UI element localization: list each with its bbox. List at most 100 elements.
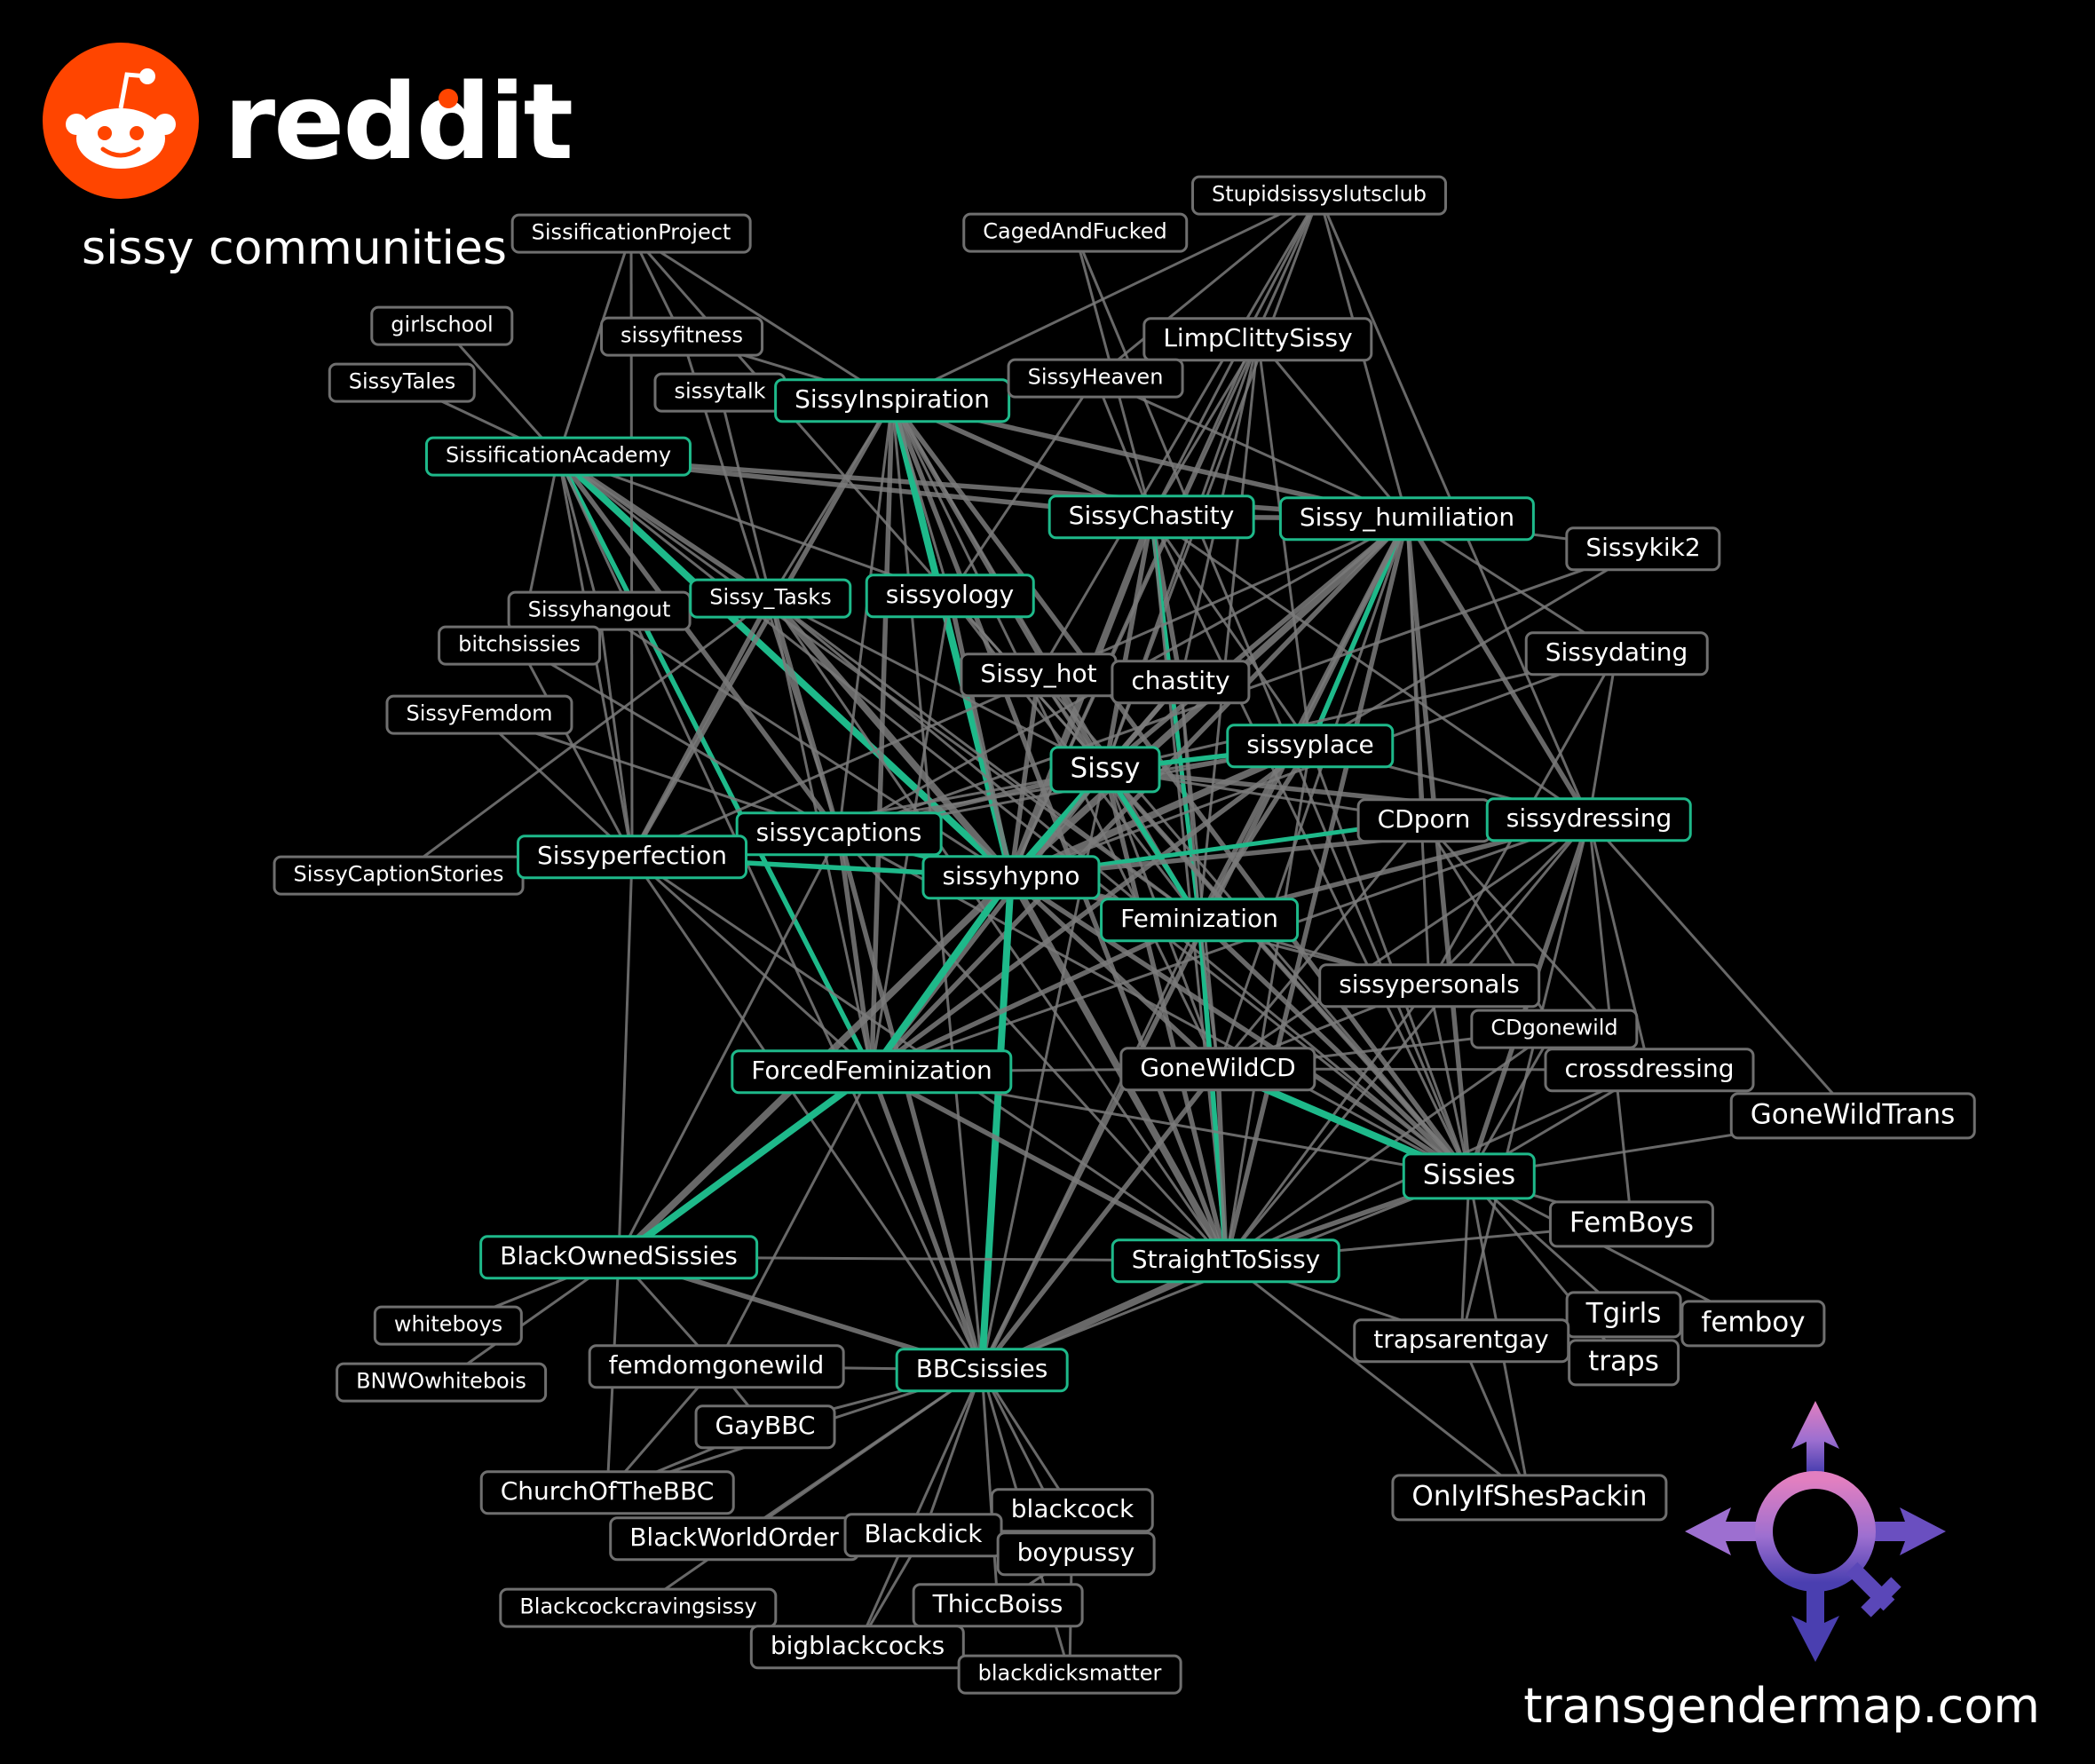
wordmark-dot <box>439 89 458 108</box>
node-cagedandfucked: CagedAndFucked <box>962 212 1188 253</box>
node-bitchsissies: bitchsissies <box>438 625 601 666</box>
edge-Sissy-Feminization <box>1103 768 1202 922</box>
node-forcedfeminization: ForcedFeminization <box>731 1049 1013 1094</box>
edge-Sissy_humiliation-sissyplace <box>1308 517 1410 748</box>
edge-sissytalk-Sissy_Tasks <box>718 392 772 599</box>
node-sissyinspiration: SissyInspiration <box>774 378 1010 423</box>
edge-bitchsissies-sissycaptions <box>518 644 840 835</box>
edge-SissyInspiration-GoneWildCD <box>890 399 1220 1070</box>
node-onlyifshespackin: OnlyIfShesPackin <box>1391 1474 1668 1522</box>
edge-Sissyhangout-Sissyperfection <box>597 610 634 858</box>
node-boypussy: boypussy <box>996 1531 1156 1576</box>
edge-SissyInspiration-Sissy_Tasks <box>769 399 894 599</box>
edge-SissyChastity-StraightToSissy <box>1150 516 1228 1262</box>
node-bbcsissies: BBCsissies <box>895 1348 1069 1392</box>
diagram-subtitle: sissy communities <box>82 222 508 275</box>
edge-SissyInspiration-sissyology <box>890 399 952 597</box>
node-straighttosissy: StraightToSissy <box>1111 1238 1341 1283</box>
edge-Feminization-BBCsissies <box>980 919 1201 1371</box>
edge-Sissy_Tasks-sissycaptions <box>768 597 842 835</box>
edge-BBCsissies-blackcock <box>980 1369 1074 1511</box>
edge-sissypersonals-Sissies <box>1427 985 1471 1177</box>
edge-sissycaptions-BBCsissies <box>836 833 984 1371</box>
node-femboys: FemBoys <box>1548 1200 1715 1248</box>
edge-SissificationAcademy-girlschool <box>440 325 560 457</box>
node-sissykik2: Sissykik2 <box>1565 526 1721 571</box>
node-girlschool: girlschool <box>370 305 514 346</box>
edge-Sissy_humiliation-Sissies <box>1404 518 1472 1177</box>
edge-Sissy_humiliation-ForcedFeminization <box>870 517 1409 1073</box>
node-sissy-tasks: Sissy_Tasks <box>689 578 852 619</box>
edge-Stupidsissyslutsclub-Sissy_hot <box>1037 194 1321 676</box>
edge-sissycaptions-StraightToSissy <box>837 832 1228 1262</box>
edge-sissyplace-Sissies <box>1308 745 1471 1177</box>
edge-LimpClittySissy-sissyplace <box>1256 338 1312 747</box>
edge-sissyhypno-GoneWildCD <box>1009 874 1220 1072</box>
edge-Sissy-StraightToSissy <box>1103 769 1229 1262</box>
node-sissyfitness: sissyfitness <box>600 316 763 357</box>
edge-sissycaptions-BlackOwnedSissies <box>617 833 841 1258</box>
node-gonewildtrans: GoneWildTrans <box>1729 1092 1976 1140</box>
edge-SissificationAcademy-Sissy_humiliation <box>557 454 1408 521</box>
node-sissycaptions: sissycaptions <box>735 811 943 856</box>
edge-Sissyperfection-BlackOwnedSissies <box>617 856 634 1258</box>
node-sissy: Sissy <box>1049 746 1161 794</box>
edge-BBCsissies-Blackcockcravingsissy <box>637 1368 983 1610</box>
node-feminization: Feminization <box>1100 898 1299 942</box>
edge-SissyHeaven-SissyChastity <box>1094 377 1153 518</box>
node-blackcockcravingsissy: Blackcockcravingsissy <box>499 1587 778 1628</box>
node-sissycaptionstories: SissyCaptionStories <box>273 855 525 896</box>
edge-Feminization-Sissies <box>1198 918 1471 1178</box>
edge-Sissy_humiliation-Sissy <box>1103 516 1409 772</box>
edge-SissyInspiration-ForcedFeminization <box>869 399 895 1072</box>
edge-SissificationAcademy-Sissyhangout <box>557 455 601 612</box>
node-sissytalk: sissytalk <box>653 372 787 413</box>
node-sissyheaven: SissyHeaven <box>1007 358 1184 399</box>
edge-sissyplace-Feminization <box>1197 744 1313 922</box>
edge-GoneWildCD-BBCsissies <box>979 1067 1221 1372</box>
node-blackworldorder: BlackWorldOrder <box>609 1516 859 1561</box>
node-sissypersonals: sissypersonals <box>1318 963 1540 1008</box>
edge-Sissy_humiliation-GoneWildCD <box>1216 518 1409 1070</box>
reddit-wordmark: reddit <box>224 60 573 183</box>
edge-SissificationAcademy-Sissy_Tasks <box>557 454 772 601</box>
edge-Sissyhangout-sissyhypno <box>598 609 1012 879</box>
edge-SissificationAcademy-sissycaptions <box>556 455 842 835</box>
node-femboy: femboy <box>1680 1300 1826 1348</box>
edge-Sissy_Tasks-sissyhypno <box>767 596 1015 880</box>
node-churchofthebbc: ChurchOfTheBBC <box>479 1470 735 1515</box>
edge-sissydressing-StraightToSissy <box>1224 819 1591 1262</box>
node-whiteboys: whiteboys <box>373 1305 524 1346</box>
site-credit: transgendermap.com <box>1523 1678 2040 1734</box>
edge-SissyInspiration-Sissies <box>889 399 1472 1178</box>
transgender-symbol-icon <box>1685 1401 1946 1662</box>
edge-SissyHeaven-Sissy_humiliation <box>1095 376 1408 520</box>
edge-Stupidsissyslutsclub-SissyInspiration <box>891 194 1320 402</box>
edge-ForcedFeminization-BlackOwnedSissies <box>616 1068 874 1261</box>
edge-Sissy_humiliation-CDporn <box>1405 518 1426 821</box>
node-cdporn: CDporn <box>1356 798 1491 842</box>
node-sissies: Sissies <box>1402 1152 1537 1200</box>
edge-GoneWildCD-StraightToSissy <box>1215 1068 1229 1262</box>
reddit-alien-icon <box>43 43 199 199</box>
node-sissy-humiliation: Sissy_humiliation <box>1278 496 1536 541</box>
edge-trapsarentgay-OnlyIfShesPackin <box>1459 1340 1531 1499</box>
node-sissytales: SissyTales <box>328 362 477 403</box>
edge-CDporn-GoneWildCD <box>1216 819 1426 1070</box>
node-cdgonewild: CDgonewild <box>1470 1009 1639 1049</box>
edge-sissyhypno-BBCsissies <box>978 876 1015 1371</box>
edge-Sissy_hot-sissyhypno <box>1008 674 1041 878</box>
edge-SissyChastity-Sissy <box>1103 516 1154 771</box>
edge-SissyHeaven-sissyology <box>948 377 1097 597</box>
edge-Feminization-GoneWildCD <box>1198 919 1220 1070</box>
node-limpclittysissy: LimpClittySissy <box>1142 317 1373 361</box>
edge-Sissy-Sissies <box>1103 768 1472 1178</box>
node-sissy-hot: Sissy_hot <box>960 653 1118 697</box>
edge-sissycaptions-ForcedFeminization <box>836 833 874 1072</box>
edge-SissyCaptionStories-Sissy_Tasks <box>398 597 771 877</box>
edge-Sissy_humiliation-Sissydating <box>1406 517 1617 655</box>
edge-Sissy_Tasks-StraightToSissy <box>769 597 1228 1262</box>
node-sissydressing: sissydressing <box>1485 797 1693 842</box>
node-tgirls: Tgirls <box>1565 1291 1682 1339</box>
